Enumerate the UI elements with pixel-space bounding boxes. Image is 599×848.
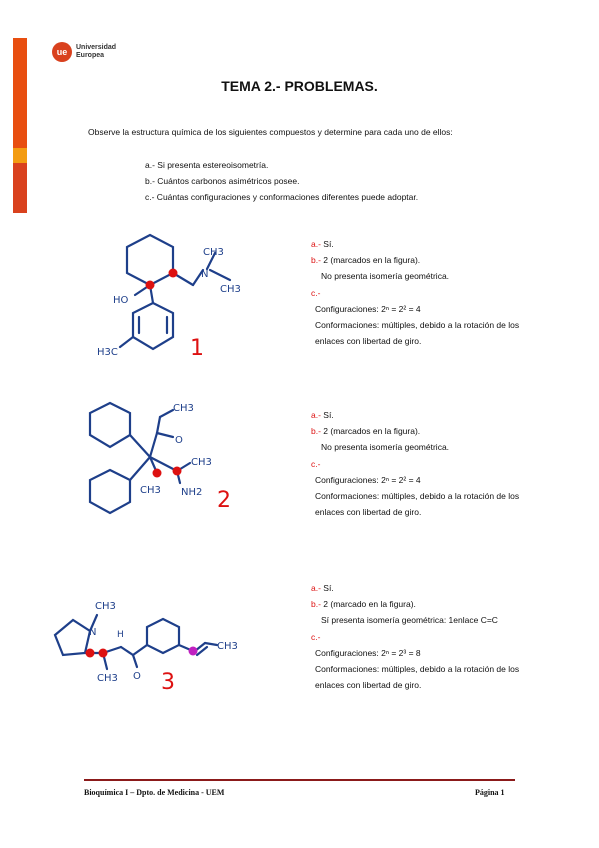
university-logo: ue Universidad Europea [52,42,116,62]
answer-block-2: a.- Sí. b.- 2 (marcados en la figura). N… [311,410,520,518]
logo-line1: Universidad [76,44,117,51]
compound-2-structure: CH3 O CH3 CH3 NH2 2 [88,401,231,515]
label-ch3-c: CH3 [140,485,161,496]
label-o: O [175,435,183,446]
question-list: a.- Si presenta estereoisometría. b.- Cu… [145,157,418,205]
compound-number: 1 [190,336,204,361]
label-ch3-a: CH3 [95,601,116,612]
label-ch3-c: CH3 [217,641,238,652]
footer-page-number: Página 1 [475,788,505,797]
compound-number: 2 [217,488,231,513]
label-ho: HO [113,295,129,306]
question-c: c.- Cuántas configuraciones y conformaci… [145,192,419,202]
answer-block-3: a.- Sí. b.- 2 (marcado en la figura). Sí… [311,583,520,691]
question-a: a.- Si presenta estereoisometría. [145,160,269,170]
label-n: N [89,627,96,638]
label-ch3-b: CH3 [220,284,241,295]
sidebar-accent-bar-yellow [13,148,27,163]
logo-mark: ue [52,42,72,62]
label-h3c: H3C [97,347,118,358]
label-ch3-a: CH3 [173,403,194,414]
intro-text: Observe la estructura química de los sig… [88,127,453,137]
label-nh2: NH2 [181,487,202,498]
label-ch3-b: CH3 [97,673,118,684]
answer-block-1: a.- Sí. b.- 2 (marcados en la figura). N… [311,239,520,347]
footer-course: Bioquímica I – Dpto. de Medicina - UEM [84,788,225,797]
logo-line2: Europea [76,52,105,59]
compound-number: 3 [161,670,175,695]
question-b: b.- Cuántos carbonos asimétricos posee. [145,176,300,186]
label-n: N [201,269,208,280]
sidebar-accent-bar-red [13,163,27,213]
compound-1-structure: CH3 N CH3 HO H3C 1 [97,233,241,361]
label-o: O [133,671,141,682]
page-title: TEMA 2.- PROBLEMAS. [221,78,378,94]
label-ch3-b: CH3 [191,457,212,468]
label-h: H [117,630,124,640]
compound-3-structure: CH3 N H CH3 O CH3 3 [53,601,238,695]
sidebar-accent-bar [13,38,27,148]
footer-divider [84,779,515,781]
label-ch3-a: CH3 [203,247,224,258]
